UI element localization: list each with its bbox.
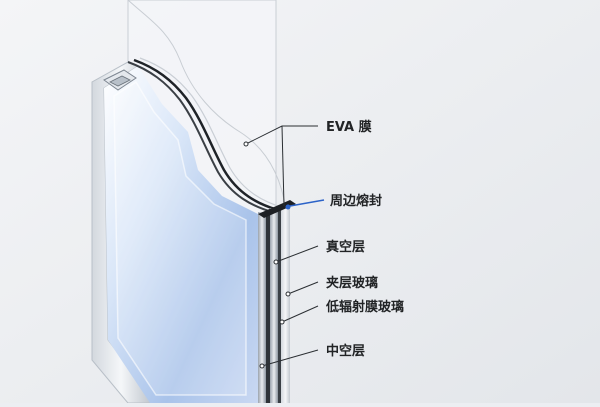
outer-film-outline <box>127 0 287 211</box>
leader-dot-laminated <box>285 291 291 297</box>
leader-dot-eva <box>243 141 249 147</box>
inner-glass-pane <box>104 66 258 403</box>
corner-bracket-detail <box>109 75 131 87</box>
leader-dot-edge-seal <box>285 204 291 210</box>
leader-line-edge-seal <box>289 199 325 207</box>
edge-layer-2 <box>266 210 270 403</box>
leader-line-low-e <box>281 305 319 323</box>
eva-film-inner-line <box>133 58 279 212</box>
label-laminated: 夹层玻璃 <box>326 275 378 291</box>
leader-line-vacuum <box>275 245 319 263</box>
label-vacuum: 真空层 <box>326 239 365 255</box>
edge-layer-1 <box>258 212 266 403</box>
edge-layer-4 <box>278 206 281 403</box>
label-eva: EVA 膜 <box>326 119 372 135</box>
leader-dot-hollow <box>259 363 265 369</box>
eva-film-dark-line <box>127 61 273 213</box>
leader-line-eva-drop <box>281 125 285 207</box>
edge-layer-5 <box>281 204 290 403</box>
edge-seal-bar <box>258 200 296 218</box>
leader-line-hollow <box>261 349 319 367</box>
eva-film-light-line <box>139 57 285 209</box>
label-hollow: 中空层 <box>326 343 365 359</box>
leader-line-laminated <box>287 281 319 295</box>
label-edge-seal: 周边熔封 <box>330 193 382 209</box>
label-low-e: 低辐射膜玻璃 <box>325 299 404 315</box>
edge-layer-3 <box>270 208 278 403</box>
leader-dot-low-e <box>279 319 285 325</box>
inner-glass-highlight <box>113 80 247 396</box>
leader-dot-vacuum <box>273 259 279 265</box>
